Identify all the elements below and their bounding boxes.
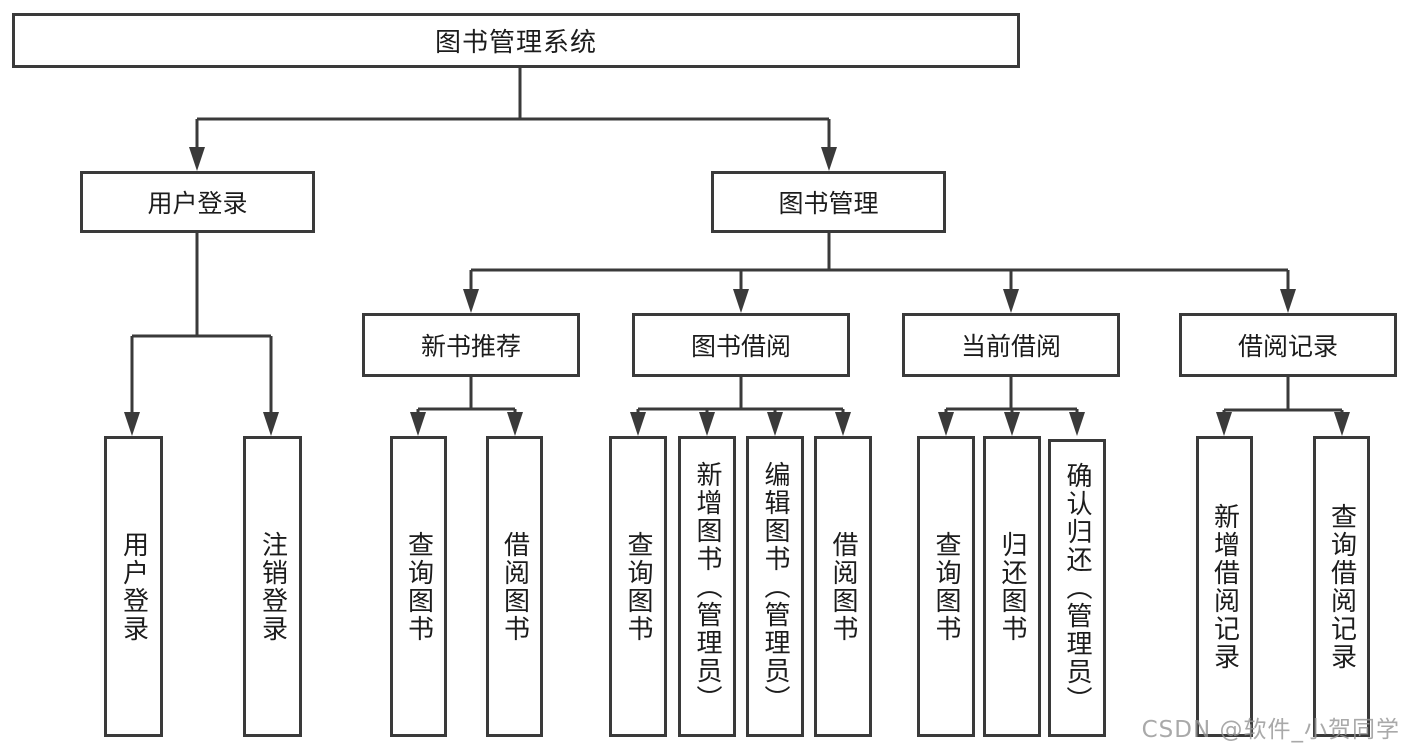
node-book-borrow: 图书借阅 — [632, 313, 850, 377]
node-label: 注销登录 — [257, 530, 288, 643]
node-label: 借阅图书 — [499, 530, 530, 643]
leaf-edit-book-admin: 编辑图书（管理员） — [746, 436, 804, 737]
node-root: 图书管理系统 — [12, 13, 1020, 68]
node-user-login: 用户登录 — [80, 171, 315, 233]
node-new-book-rec: 新书推荐 — [362, 313, 580, 377]
connector-root-to-level2 — [195, 68, 831, 149]
leaf-borrow-book-newrec: 借阅图书 — [486, 436, 543, 737]
leaf-query-borrow-record: 查询借阅记录 — [1313, 436, 1370, 737]
node-label: 查询图书 — [623, 530, 653, 643]
connector-book-borrow-to-leaves — [636, 377, 845, 414]
connector-new-book-rec-to-leaves — [416, 377, 517, 414]
leaf-add-borrow-record: 新增借阅记录 — [1196, 436, 1253, 737]
connector-book-mgmt-to-level3 — [469, 233, 1290, 291]
node-label: 新书推荐 — [420, 332, 521, 361]
node-label: 归还图书 — [997, 530, 1027, 643]
node-label: 编辑图书（管理员） — [760, 460, 790, 713]
node-label: 借阅图书 — [828, 530, 858, 643]
connector-borrow-records-to-leaves — [1222, 377, 1344, 414]
leaf-query-book-newrec: 查询图书 — [390, 436, 447, 737]
leaf-query-book-borrow: 查询图书 — [609, 436, 667, 737]
node-label: 图书管理 — [778, 189, 879, 218]
node-label: 用户登录 — [118, 530, 149, 643]
node-label: 用户登录 — [147, 189, 248, 218]
node-book-mgmt: 图书管理 — [711, 171, 946, 233]
leaf-return-book: 归还图书 — [983, 436, 1041, 737]
node-label: 借阅记录 — [1237, 332, 1338, 361]
leaf-user-login: 用户登录 — [104, 436, 163, 737]
connector-user-login-to-leaves — [130, 233, 273, 414]
leaf-add-book-admin: 新增图书（管理员） — [678, 436, 736, 737]
node-label: 确认归还（管理员） — [1062, 462, 1092, 714]
connector-current-borrow-to-leaves — [944, 377, 1079, 414]
leaf-borrow-book-borrow: 借阅图书 — [814, 436, 872, 737]
node-label: 查询借阅记录 — [1326, 502, 1357, 671]
node-label: 当前借阅 — [960, 332, 1061, 361]
leaf-confirm-return-admin: 确认归还（管理员） — [1048, 439, 1106, 737]
node-label: 图书借阅 — [690, 332, 791, 361]
node-label: 图书管理系统 — [434, 28, 597, 58]
node-label: 查询图书 — [403, 530, 434, 643]
node-borrow-records: 借阅记录 — [1179, 313, 1397, 377]
csdn-watermark: CSDN @软件_小贺同学 — [1141, 717, 1400, 743]
node-label: 查询图书 — [931, 530, 961, 643]
leaf-query-book-current: 查询图书 — [917, 436, 975, 737]
node-label: 新增图书（管理员） — [692, 460, 722, 713]
node-label: 新增借阅记录 — [1209, 502, 1240, 671]
leaf-logout: 注销登录 — [243, 436, 302, 737]
node-current-borrow: 当前借阅 — [902, 313, 1120, 377]
